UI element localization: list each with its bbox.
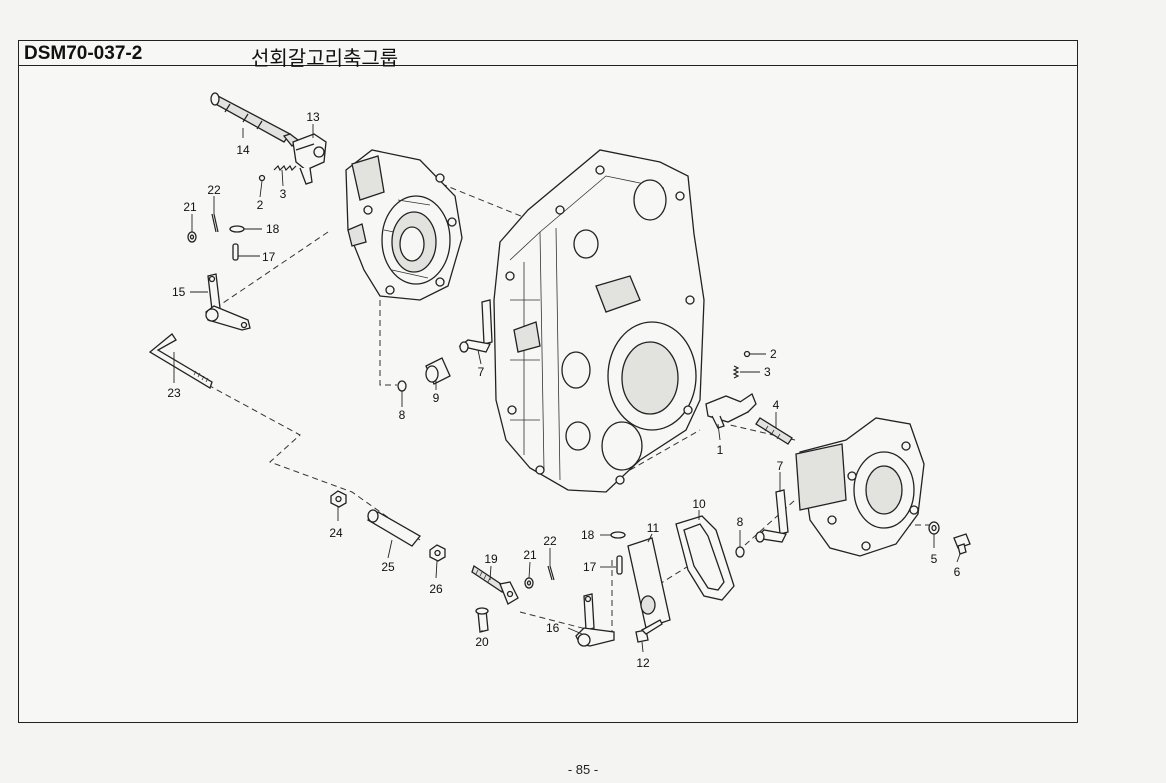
part-18-clip-lower [610, 531, 626, 539]
callout-9: 9 [433, 391, 440, 405]
part-3-spring-upper [273, 164, 297, 172]
part-11-cover-plate [627, 537, 671, 629]
main-transmission-housing [493, 149, 705, 493]
callout-11: 11 [647, 521, 660, 535]
part-7-fork-shaft-upper [458, 299, 493, 353]
callout-23: 23 [167, 386, 181, 400]
callout-22: 22 [543, 534, 557, 548]
part-2-ball-upper [258, 174, 266, 182]
part-20-clevis-pin [475, 607, 489, 633]
callout-10: 10 [692, 497, 706, 511]
callout-12: 12 [636, 656, 650, 670]
part-17-pin-lower [616, 555, 623, 575]
part-16-bell-crank-lower [575, 593, 615, 647]
part-9-sleeve [425, 357, 451, 385]
left-cover-housing [345, 149, 463, 301]
part-1-shift-fork [705, 393, 757, 429]
part-14-shaft [210, 92, 299, 147]
part-6-plug-bolt [953, 533, 971, 555]
diagram-title: 선회갈고리축그룹 [251, 46, 399, 70]
exploded-parts-drawing: 14 13 3 2 22 21 18 17 15 23 7 9 8 2 3 4 … [148, 92, 971, 670]
callout-19: 19 [484, 552, 498, 566]
part-10-gasket [675, 515, 735, 601]
callout-3: 3 [764, 365, 771, 379]
callout-1: 1 [717, 443, 724, 457]
right-cover-housing [795, 417, 925, 557]
part-22-cotter-pin-lower [547, 565, 555, 581]
part-25-turnbuckle [366, 509, 421, 547]
callout-2: 2 [770, 347, 777, 361]
part-12-bolt [635, 619, 663, 643]
callout-14: 14 [236, 143, 250, 157]
part-26-nut [429, 544, 446, 562]
page-number: - 85 - [567, 762, 599, 777]
part-3-spring-right [732, 365, 740, 379]
callout-labels: 14 13 3 2 22 21 18 17 15 23 7 9 8 2 3 4 … [167, 110, 960, 670]
callout-16: 16 [546, 621, 560, 635]
part-7-fork-shaft-lower [754, 489, 789, 543]
part-8-o-ring-left [397, 380, 407, 392]
callout-4: 4 [773, 398, 780, 412]
callout-17: 17 [583, 560, 597, 574]
callout-15: 15 [172, 285, 186, 299]
part-22-cotter-pin-upper [211, 213, 219, 233]
callout-7: 7 [777, 459, 784, 473]
callout-8: 8 [399, 408, 406, 422]
part-23-l-rod [148, 333, 213, 389]
part-19-clevis-rod [471, 564, 519, 605]
callout-22: 22 [207, 183, 221, 197]
callout-21: 21 [183, 200, 197, 214]
part-15-bell-crank [205, 273, 251, 331]
callout-25: 25 [381, 560, 395, 574]
callout-7: 7 [478, 365, 485, 379]
callout-24: 24 [329, 526, 343, 540]
callout-2: 2 [257, 198, 264, 212]
title-bar: DSM70-037-2 선회갈고리축그룹 [19, 41, 1077, 70]
callout-26: 26 [429, 582, 443, 596]
part-8-o-ring-right [735, 546, 745, 558]
callout-8: 8 [737, 515, 744, 529]
part-24-nut [330, 490, 347, 508]
callout-18: 18 [581, 528, 595, 542]
callout-3: 3 [280, 187, 287, 201]
part-5-washer [928, 521, 940, 535]
part-4-short-shaft [755, 417, 793, 445]
part-17-pin-upper [232, 243, 239, 261]
part-13-lever-bracket [292, 133, 327, 185]
callout-21: 21 [523, 548, 537, 562]
part-21-washer-lower [524, 577, 534, 589]
callout-18: 18 [266, 222, 280, 236]
callout-5: 5 [931, 552, 938, 566]
callout-6: 6 [954, 565, 961, 579]
part-21-washer-upper [187, 231, 197, 243]
callout-17: 17 [262, 250, 276, 264]
part-2-ball-right [743, 350, 751, 358]
callout-20: 20 [475, 635, 489, 649]
callout-13: 13 [306, 110, 320, 124]
part-18-clip-upper [229, 225, 245, 233]
leader-lines [173, 124, 961, 653]
diagram-code: DSM70-037-2 [24, 43, 143, 64]
